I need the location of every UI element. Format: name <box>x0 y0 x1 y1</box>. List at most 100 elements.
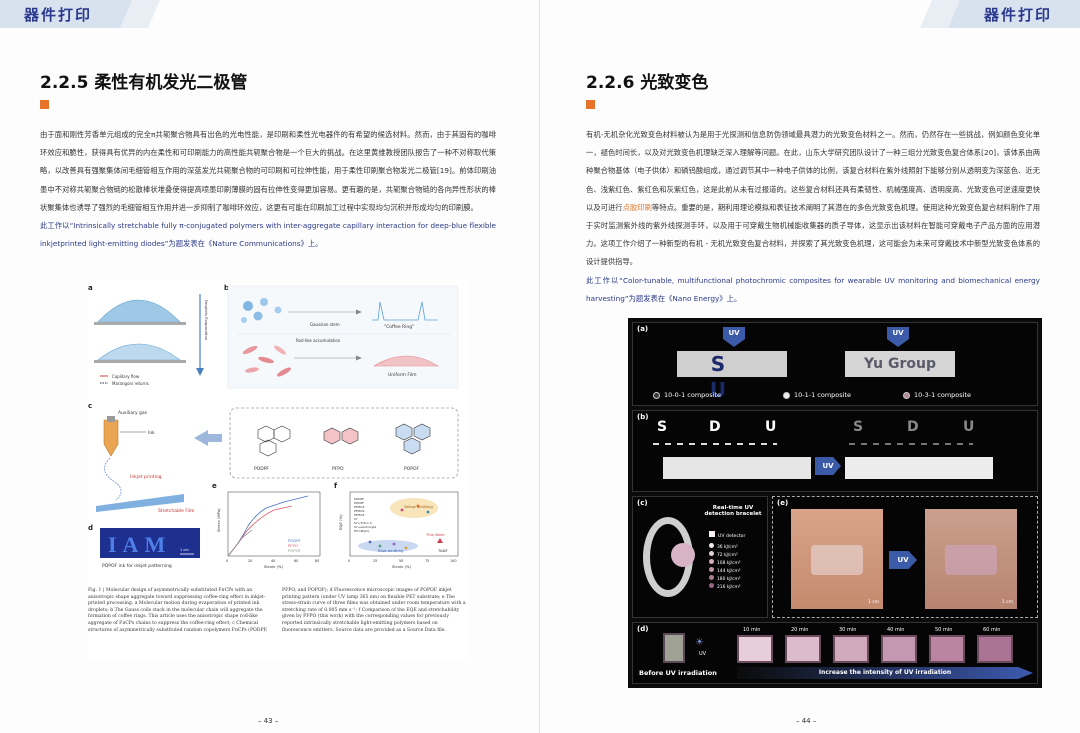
time-sample <box>881 635 917 663</box>
header-tab <box>0 0 140 28</box>
panel-c-arrow <box>194 430 208 446</box>
time-sample <box>737 635 773 663</box>
time-sample <box>785 635 821 663</box>
auxiliary-gas-label: Auxiliary gas <box>118 410 148 416</box>
f-data-point <box>404 546 408 550</box>
rod-aggregate <box>274 345 286 355</box>
panel-c: (c) Real-time UV detection bracelet UV d… <box>632 496 768 618</box>
publication-note: 此工作以“Intrinsically stretchable fully π-c… <box>40 221 496 249</box>
time-label: 60 min <box>983 627 1001 633</box>
f-ylabel: EQE (%) <box>338 514 343 530</box>
body-text: 由于面和刚性芳香单元组成的完全π共轭聚合物具有出色的光电性能，是印刷和柔性光电器… <box>40 126 496 253</box>
highlighted-term: 点胶印刷 <box>622 202 652 212</box>
f-annotation: TADF <box>437 548 448 553</box>
f-legend-entry: SY <box>354 517 358 521</box>
legend-dot <box>903 391 910 399</box>
time-label: 30 min <box>839 627 857 633</box>
increase-uv-arrow: Increase the intensity of UV irradiation <box>737 667 1033 679</box>
dose-entry: 36 kJ/cm² <box>709 543 741 551</box>
substrate-bottom <box>94 360 186 363</box>
e-tick-x: 40 <box>271 559 275 563</box>
panel-a-letter: (a) <box>637 325 649 333</box>
before-uv-label: Before UV irradiation <box>639 669 717 677</box>
yellow-emitting-region <box>390 498 438 518</box>
body-paragraph-part: 有机-无机杂化光致变色材料被认为是用于光探测和信息防伪领域最具潜力的光致变色材料… <box>586 130 1040 212</box>
f-legend-entry: PFMO3 <box>354 505 364 509</box>
f-data-point <box>416 504 420 508</box>
f-data-point <box>392 542 396 546</box>
polymer-label-popof: POPOF <box>404 466 420 472</box>
bracelet-detector-disc <box>671 543 695 567</box>
panel-d: (d) ☀ UV 10 min 20 min 30 min 40 min 50 … <box>632 622 1038 684</box>
dose-entry: 216 kJ/cm² <box>709 583 741 591</box>
e-legend-pfpo: PFPO <box>288 543 298 548</box>
legend-item: 10-3-1 composite <box>903 391 971 399</box>
figure-1-graphic: a Droplets Evaporation Capillary flow Ma… <box>88 284 459 569</box>
evaporation-arrowhead <box>196 368 204 376</box>
polymer-label-pfpo: PFPO <box>332 466 344 472</box>
popof-structure <box>395 423 431 455</box>
rod-aggregate <box>245 367 259 373</box>
panel-a-letter: a <box>88 284 93 292</box>
dose-entry: 108 kJ/cm² <box>709 559 741 567</box>
f-data-point <box>368 540 372 544</box>
legend-item: 10-0-1 composite <box>653 391 721 399</box>
gauss-coil <box>243 301 253 311</box>
time-label: 10 min <box>743 627 761 633</box>
uv-arrow-icon: UV <box>815 457 841 475</box>
uv-label: UV <box>887 327 909 339</box>
time-label: 40 min <box>887 627 905 633</box>
morse-code-left <box>653 443 777 445</box>
f-xlabel: Strain (%) <box>392 564 412 569</box>
ink-label: Ink <box>148 430 155 436</box>
time-sample <box>977 635 1013 663</box>
polymer-label-podpf: PODPF <box>254 466 269 472</box>
f-legend-entry: PFMO4 <box>354 509 364 513</box>
uv-lamp-icon: ☀ <box>695 637 704 648</box>
droplet-bottom <box>97 343 181 361</box>
morse-strip-before <box>663 457 811 479</box>
this-work-marker <box>437 538 443 543</box>
b-arrowhead-bottom <box>356 355 362 361</box>
time-label: 20 min <box>791 627 809 633</box>
uv-arrow-icon <box>887 339 909 347</box>
substrate-top <box>94 322 186 325</box>
header-title: 器件打印 <box>24 6 93 24</box>
panel-e: (e) 1 cm UV 1 cm <box>772 496 1038 618</box>
legend-item: 10-1-1 composite <box>783 391 851 399</box>
wrist-photo-before: 1 cm <box>791 509 883 609</box>
dose-legend: 36 kJ/cm² 72 kJ/cm² 108 kJ/cm² 144 kJ/cm… <box>709 543 741 591</box>
jet-path <box>104 457 122 501</box>
bracelet-title: Real-time UV detection bracelet <box>704 505 762 517</box>
body-paragraph: 由于面和刚性芳香单元组成的完全π共轭聚合物具有出色的光电性能，是印刷和柔性光电器… <box>40 130 496 212</box>
e-scale-label: 1 cm <box>867 600 879 605</box>
figure-1: a Droplets Evaporation Capillary flow Ma… <box>88 280 468 660</box>
panel-c-arrow-body <box>208 434 222 442</box>
f-data-point <box>378 544 382 548</box>
uniform-film-profile <box>372 355 440 367</box>
popof-curve <box>227 529 253 557</box>
body-text: 有机-无机杂化光致变色材料被认为是用于光探测和信息防伪领域最具潜力的光致变色材料… <box>586 126 1040 308</box>
wrist-photo-after: 1 cm <box>925 509 1017 609</box>
wrist-detector <box>945 545 997 575</box>
section-title: 2.2.6 光致变色 <box>586 73 709 93</box>
iam-pattern-text: IAM <box>108 532 171 557</box>
morse-letter: S <box>853 419 864 435</box>
blue-emitting-region <box>358 540 418 552</box>
e-legend-popof: POPOF <box>288 548 301 553</box>
f-legend-entry: PTcl-Bis(C) <box>354 529 369 533</box>
gauss-coil <box>260 298 268 306</box>
f-legend-entry: PODPF <box>354 497 364 501</box>
section-marker <box>586 100 595 109</box>
header-title: 器件打印 <box>983 6 1052 24</box>
marangoni-label: Marangoni returns <box>112 381 149 386</box>
panel-e-letter: e <box>212 482 217 490</box>
gaussian-stem-label: Gaussian stem <box>310 322 340 327</box>
f-legend-entry: PFMO4 <box>354 513 364 517</box>
panel-e-axes <box>227 491 321 557</box>
uv-arrow-icon: UV <box>889 551 917 569</box>
panel-d-letter: (d) <box>637 625 649 633</box>
panel-a: (a) UV UV S U Yu Group 10-0-1 composite … <box>632 322 1038 406</box>
morse-code-right <box>849 443 973 445</box>
